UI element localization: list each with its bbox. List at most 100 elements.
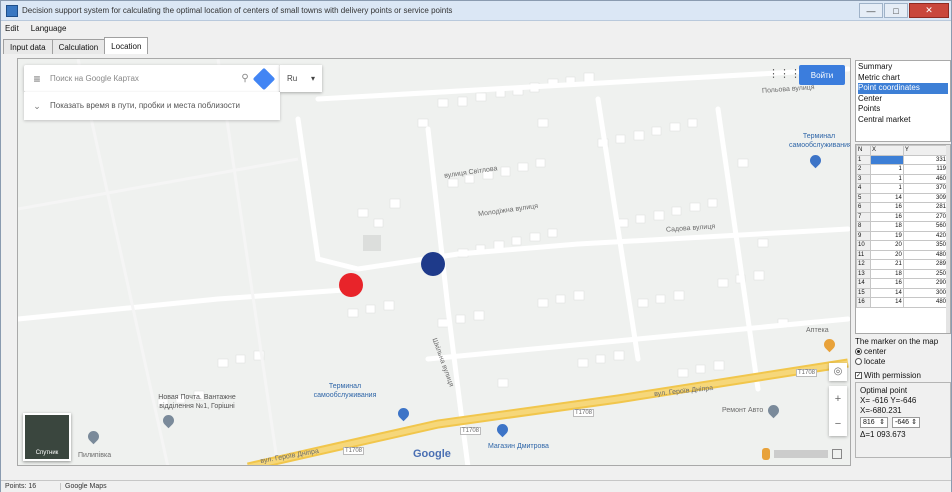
map-view[interactable]: ≡ Поиск на Google Картах ⚲ Ru ▾ ⌄ Показа…	[17, 58, 851, 466]
cell-x[interactable]: 19	[870, 230, 904, 241]
cell-x[interactable]: 20	[870, 240, 904, 251]
label-service-top[interactable]: Терминал самообслуживания	[789, 133, 851, 149]
summary-item-central-market[interactable]: Central market	[858, 114, 911, 124]
blue-marker[interactable]	[421, 252, 445, 276]
radio-locate[interactable]	[855, 357, 862, 365]
search-icon[interactable]: ⚲	[241, 73, 249, 84]
cell-y[interactable]: 480	[902, 249, 949, 260]
search-placeholder[interactable]: Поиск на Google Картах	[50, 74, 139, 83]
summary-item-points[interactable]: Points	[858, 104, 881, 113]
label-service-mid[interactable]: Терминал самообслуживания	[313, 383, 377, 399]
cell-y[interactable]: 480	[902, 297, 949, 308]
summary-item-center[interactable]: Center	[858, 93, 883, 103]
header-x[interactable]: X	[870, 145, 904, 156]
label-bus-stop[interactable]: Пилипівка	[78, 452, 112, 459]
my-location-button[interactable]: ◎	[829, 363, 847, 381]
pegman-icon[interactable]	[762, 448, 770, 460]
zoom-out-button[interactable]: −	[834, 417, 842, 430]
grid-scrollbar[interactable]	[946, 145, 950, 333]
summary-list[interactable]: Summary Metric chart Point coordinates C…	[855, 60, 951, 142]
row-number[interactable]: 4	[856, 183, 871, 194]
tab-location[interactable]: Location	[104, 37, 149, 54]
hamburger-icon[interactable]: ≡	[33, 71, 41, 86]
login-button[interactable]: Войти	[799, 65, 845, 85]
row-number[interactable]: 8	[856, 221, 871, 232]
fullscreen-icon[interactable]	[832, 449, 842, 459]
cell-y[interactable]: 331	[902, 154, 949, 165]
cell-y[interactable]: 309	[902, 192, 949, 203]
row-number[interactable]: 12	[856, 259, 871, 270]
cell-x[interactable]: 1	[870, 164, 904, 175]
cell-x[interactable]: 14	[870, 287, 904, 298]
map-search-box[interactable]: ≡ Поиск на Google Картах ⚲	[24, 65, 280, 92]
menu-language[interactable]: Language	[30, 24, 67, 33]
summary-item-metric-chart[interactable]: Metric chart	[858, 72, 900, 82]
cell-x[interactable]: 1	[870, 173, 904, 184]
cell-x[interactable]: 18	[870, 221, 904, 232]
cell-x[interactable]: 14	[870, 192, 904, 203]
row-number[interactable]: 3	[856, 173, 871, 184]
label-shop-right[interactable]: Ремонт Авто	[722, 407, 764, 414]
label-pharmacy[interactable]: Аптека	[806, 327, 829, 334]
row-number[interactable]: 11	[856, 249, 871, 260]
close-button[interactable]: ✕	[909, 3, 949, 18]
permission-checkbox[interactable]: ✓	[855, 371, 862, 379]
radio-center[interactable]	[855, 347, 862, 355]
cell-y[interactable]: 270	[902, 211, 949, 222]
directions-icon[interactable]	[252, 67, 276, 90]
header-y[interactable]: Y	[902, 145, 949, 156]
cell-y[interactable]: 420	[902, 230, 949, 241]
cell-y[interactable]: 370	[902, 183, 949, 194]
row-number[interactable]: 14	[856, 278, 871, 289]
zoom-in-button[interactable]: +	[834, 392, 842, 405]
label-store[interactable]: Магазин Дмитрова	[488, 443, 549, 450]
row-number[interactable]: 5	[856, 192, 871, 203]
radio-locate-row[interactable]: locate	[855, 356, 951, 366]
cell-y[interactable]: 350	[902, 240, 949, 251]
row-number[interactable]: 13	[856, 268, 871, 279]
cell-x[interactable]: 14	[870, 297, 904, 308]
cell-y[interactable]: 560	[902, 221, 949, 232]
row-number[interactable]: 6	[856, 202, 871, 213]
label-post-office[interactable]: Новая Почта. Вантажне відділення №1, Гор…	[158, 394, 236, 410]
row-number[interactable]: 2	[856, 164, 871, 175]
cell-y[interactable]: 281	[902, 202, 949, 213]
map-canvas[interactable]	[18, 59, 851, 466]
search-hint[interactable]: ⌄ Показать время в пути, пробки и места …	[24, 92, 280, 120]
x-spinner[interactable]: 816⇕	[860, 416, 888, 428]
row-number[interactable]: 16	[856, 297, 871, 308]
tab-calculation[interactable]: Calculation	[51, 39, 106, 54]
cell-x[interactable]: 16	[870, 211, 904, 222]
cell-x[interactable]: 21	[870, 259, 904, 270]
y-spinner[interactable]: -646⇕	[892, 416, 920, 428]
spinner-arrows-icon[interactable]: ⇕	[879, 419, 885, 426]
minimize-button[interactable]: —	[859, 3, 883, 18]
satellite-toggle[interactable]: Спутник	[23, 413, 71, 461]
cell-y[interactable]: 250	[902, 268, 949, 279]
cell-y[interactable]: 300	[902, 287, 949, 298]
maximize-button[interactable]: □	[884, 3, 908, 18]
row-number[interactable]: 10	[856, 240, 871, 251]
title-bar[interactable]: Decision support system for calculating …	[1, 1, 951, 21]
cell-x[interactable]: 16	[870, 202, 904, 213]
row-number[interactable]: 7	[856, 211, 871, 222]
cell-y[interactable]: 290	[902, 278, 949, 289]
cell-x[interactable]: 20	[870, 249, 904, 260]
row-number[interactable]: 15	[856, 287, 871, 298]
cell-x[interactable]: 16	[870, 278, 904, 289]
menu-edit[interactable]: Edit	[5, 24, 19, 33]
spinner-arrows-icon[interactable]: ⇕	[911, 419, 917, 426]
